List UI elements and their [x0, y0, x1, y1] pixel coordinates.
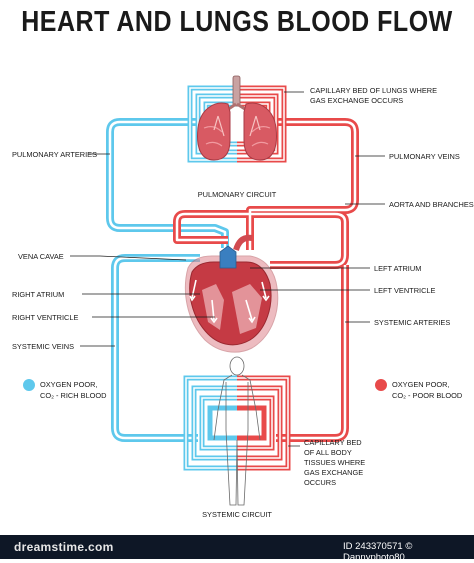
label-aorta: AORTA AND BRANCHES — [389, 200, 474, 209]
label-capillary-body-3: TISSUES WHERE — [304, 458, 366, 467]
label-pulmonary-arteries: PULMONARY ARTERIES — [12, 150, 98, 159]
label-capillary-body-1: CAPILLARY BED — [304, 438, 362, 447]
leader-lines — [70, 91, 385, 447]
lungs-illustration — [197, 75, 277, 161]
label-vena-cavae: VENA CAVAE — [18, 252, 64, 261]
legend-blue-dot — [23, 379, 35, 391]
label-capillary-lungs-2: GAS EXCHANGE OCCURS — [310, 96, 404, 105]
label-systemic-arteries: SYSTEMIC ARTERIES — [374, 318, 451, 327]
label-systemic-circuit: SYSTEMIC CIRCUIT — [202, 510, 272, 519]
label-left-atrium: LEFT ATRIUM — [374, 264, 422, 273]
label-systemic-veins: SYSTEMIC VEINS — [12, 342, 75, 351]
label-capillary-body-4: GAS EXCHANGE — [304, 468, 364, 477]
heart-illustration — [185, 234, 279, 353]
label-pulmonary-circuit: PULMONARY CIRCUIT — [197, 190, 277, 199]
label-left-ventricle: LEFT VENTRICLE — [374, 286, 436, 295]
label-capillary-body-5: OCCURS — [304, 478, 337, 487]
legend-blue-text-2: CO₂ - RICH BLOOD — [40, 391, 107, 400]
diagram-title: HEART AND LUNGS BLOOD FLOW — [21, 5, 453, 39]
lung-capillary-bed — [187, 75, 287, 163]
label-right-ventricle: RIGHT VENTRICLE — [12, 313, 79, 322]
label-capillary-lungs-1: CAPILLARY BED OF LUNGS WHERE — [310, 86, 438, 95]
legend-red-text-1: OXYGEN POOR, — [392, 380, 450, 389]
footer-bar: dreamstime.com ID 243370571 © Dannyphoto… — [0, 535, 474, 563]
footer-id-text: ID 243370571 © Dannyphoto80 — [343, 541, 413, 563]
label-right-atrium: RIGHT ATRIUM — [12, 290, 65, 299]
body-capillary-bed — [183, 356, 291, 506]
human-outline — [213, 356, 261, 506]
legend-red-dot — [375, 379, 387, 391]
legend-blue-text-1: OXYGEN POOR, — [40, 380, 98, 389]
label-pulmonary-veins: PULMONARY VEINS — [389, 152, 460, 161]
footer-brand: dreamstime.com — [14, 540, 114, 554]
label-capillary-body-2: OF ALL BODY — [304, 448, 352, 457]
legend-red-text-2: CO₂ - POOR BLOOD — [392, 391, 463, 400]
